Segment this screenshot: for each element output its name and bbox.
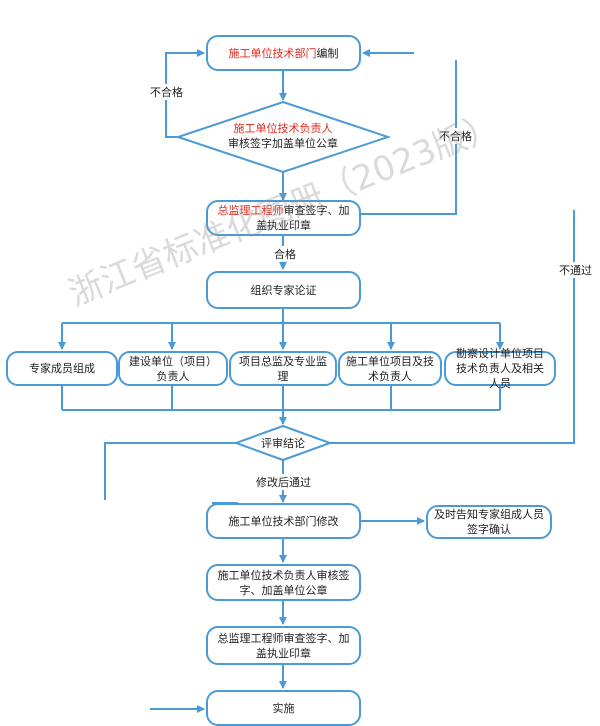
participant-experts: 专家成员组成 <box>6 351 118 386</box>
node-implement-text: 实施 <box>272 701 295 715</box>
label-not-pass: 不通过 <box>559 262 592 278</box>
participant-supervision: 项目总监及专业监理 <box>229 351 337 386</box>
node-chief-supervisor-text: 审查签字、加盖执业印章 <box>256 204 350 232</box>
node-chief-supervisor-sign-text: 总监理工程师审查签字、加盖执业印章 <box>217 631 350 660</box>
participant-owner-text: 建设单位（项目）负责人 <box>129 354 217 383</box>
node-tech-head-review-text: 审核签字加盖单位公章 <box>228 137 338 150</box>
participant-experts-text: 专家成员组成 <box>29 362 95 375</box>
participant-contractor: 施工单位项目及技术负责人 <box>338 351 442 386</box>
node-tech-head-review: 施工单位技术负责人 审核签字加盖单位公章 <box>203 121 363 151</box>
node-tech-head-review-red: 施工单位技术负责人 <box>233 122 333 135</box>
participant-supervision-text: 项目总监及专业监理 <box>239 354 327 383</box>
label-pass-after-revision: 修改后通过 <box>256 474 311 490</box>
node-revise-text: 施工单位技术部门修改 <box>228 514 339 528</box>
participant-contractor-text: 施工单位项目及技术负责人 <box>346 354 434 383</box>
node-drafting: 施工单位技术部门编制 <box>206 35 361 71</box>
node-expert-review: 组织专家论证 <box>206 271 361 309</box>
participant-survey-design: 勘察设计单位项目技术负责人及相关人员 <box>444 347 556 390</box>
node-conclusion: 评审结论 <box>243 436 323 451</box>
node-conclusion-text: 评审结论 <box>261 437 305 450</box>
label-fail-right: 不合格 <box>439 128 472 144</box>
node-chief-supervisor-red: 总监理工程师 <box>217 204 284 217</box>
node-notify-experts: 及时告知专家组成人员签字确认 <box>426 505 552 539</box>
node-chief-supervisor-sign: 总监理工程师审查签字、加盖执业印章 <box>206 626 361 665</box>
participant-owner: 建设单位（项目）负责人 <box>118 351 228 386</box>
node-revise: 施工单位技术部门修改 <box>206 503 361 539</box>
node-notify-experts-text: 及时告知专家组成人员签字确认 <box>434 508 544 536</box>
node-chief-supervisor-review: 总监理工程师审查签字、加盖执业印章 <box>206 200 361 236</box>
node-expert-review-text: 组织专家论证 <box>250 283 317 297</box>
label-fail-left: 不合格 <box>150 84 183 100</box>
label-pass: 合格 <box>274 246 296 262</box>
node-tech-head-sign-text: 施工单位技术负责人审核签字、加盖单位公章 <box>217 568 350 597</box>
node-implement: 实施 <box>206 690 361 726</box>
participant-survey-design-text: 勘察设计单位项目技术负责人及相关人员 <box>456 347 544 390</box>
node-drafting-text: 编制 <box>316 46 339 60</box>
node-tech-head-sign: 施工单位技术负责人审核签字、加盖单位公章 <box>206 564 361 601</box>
node-drafting-red: 施工单位技术部门 <box>228 46 317 60</box>
